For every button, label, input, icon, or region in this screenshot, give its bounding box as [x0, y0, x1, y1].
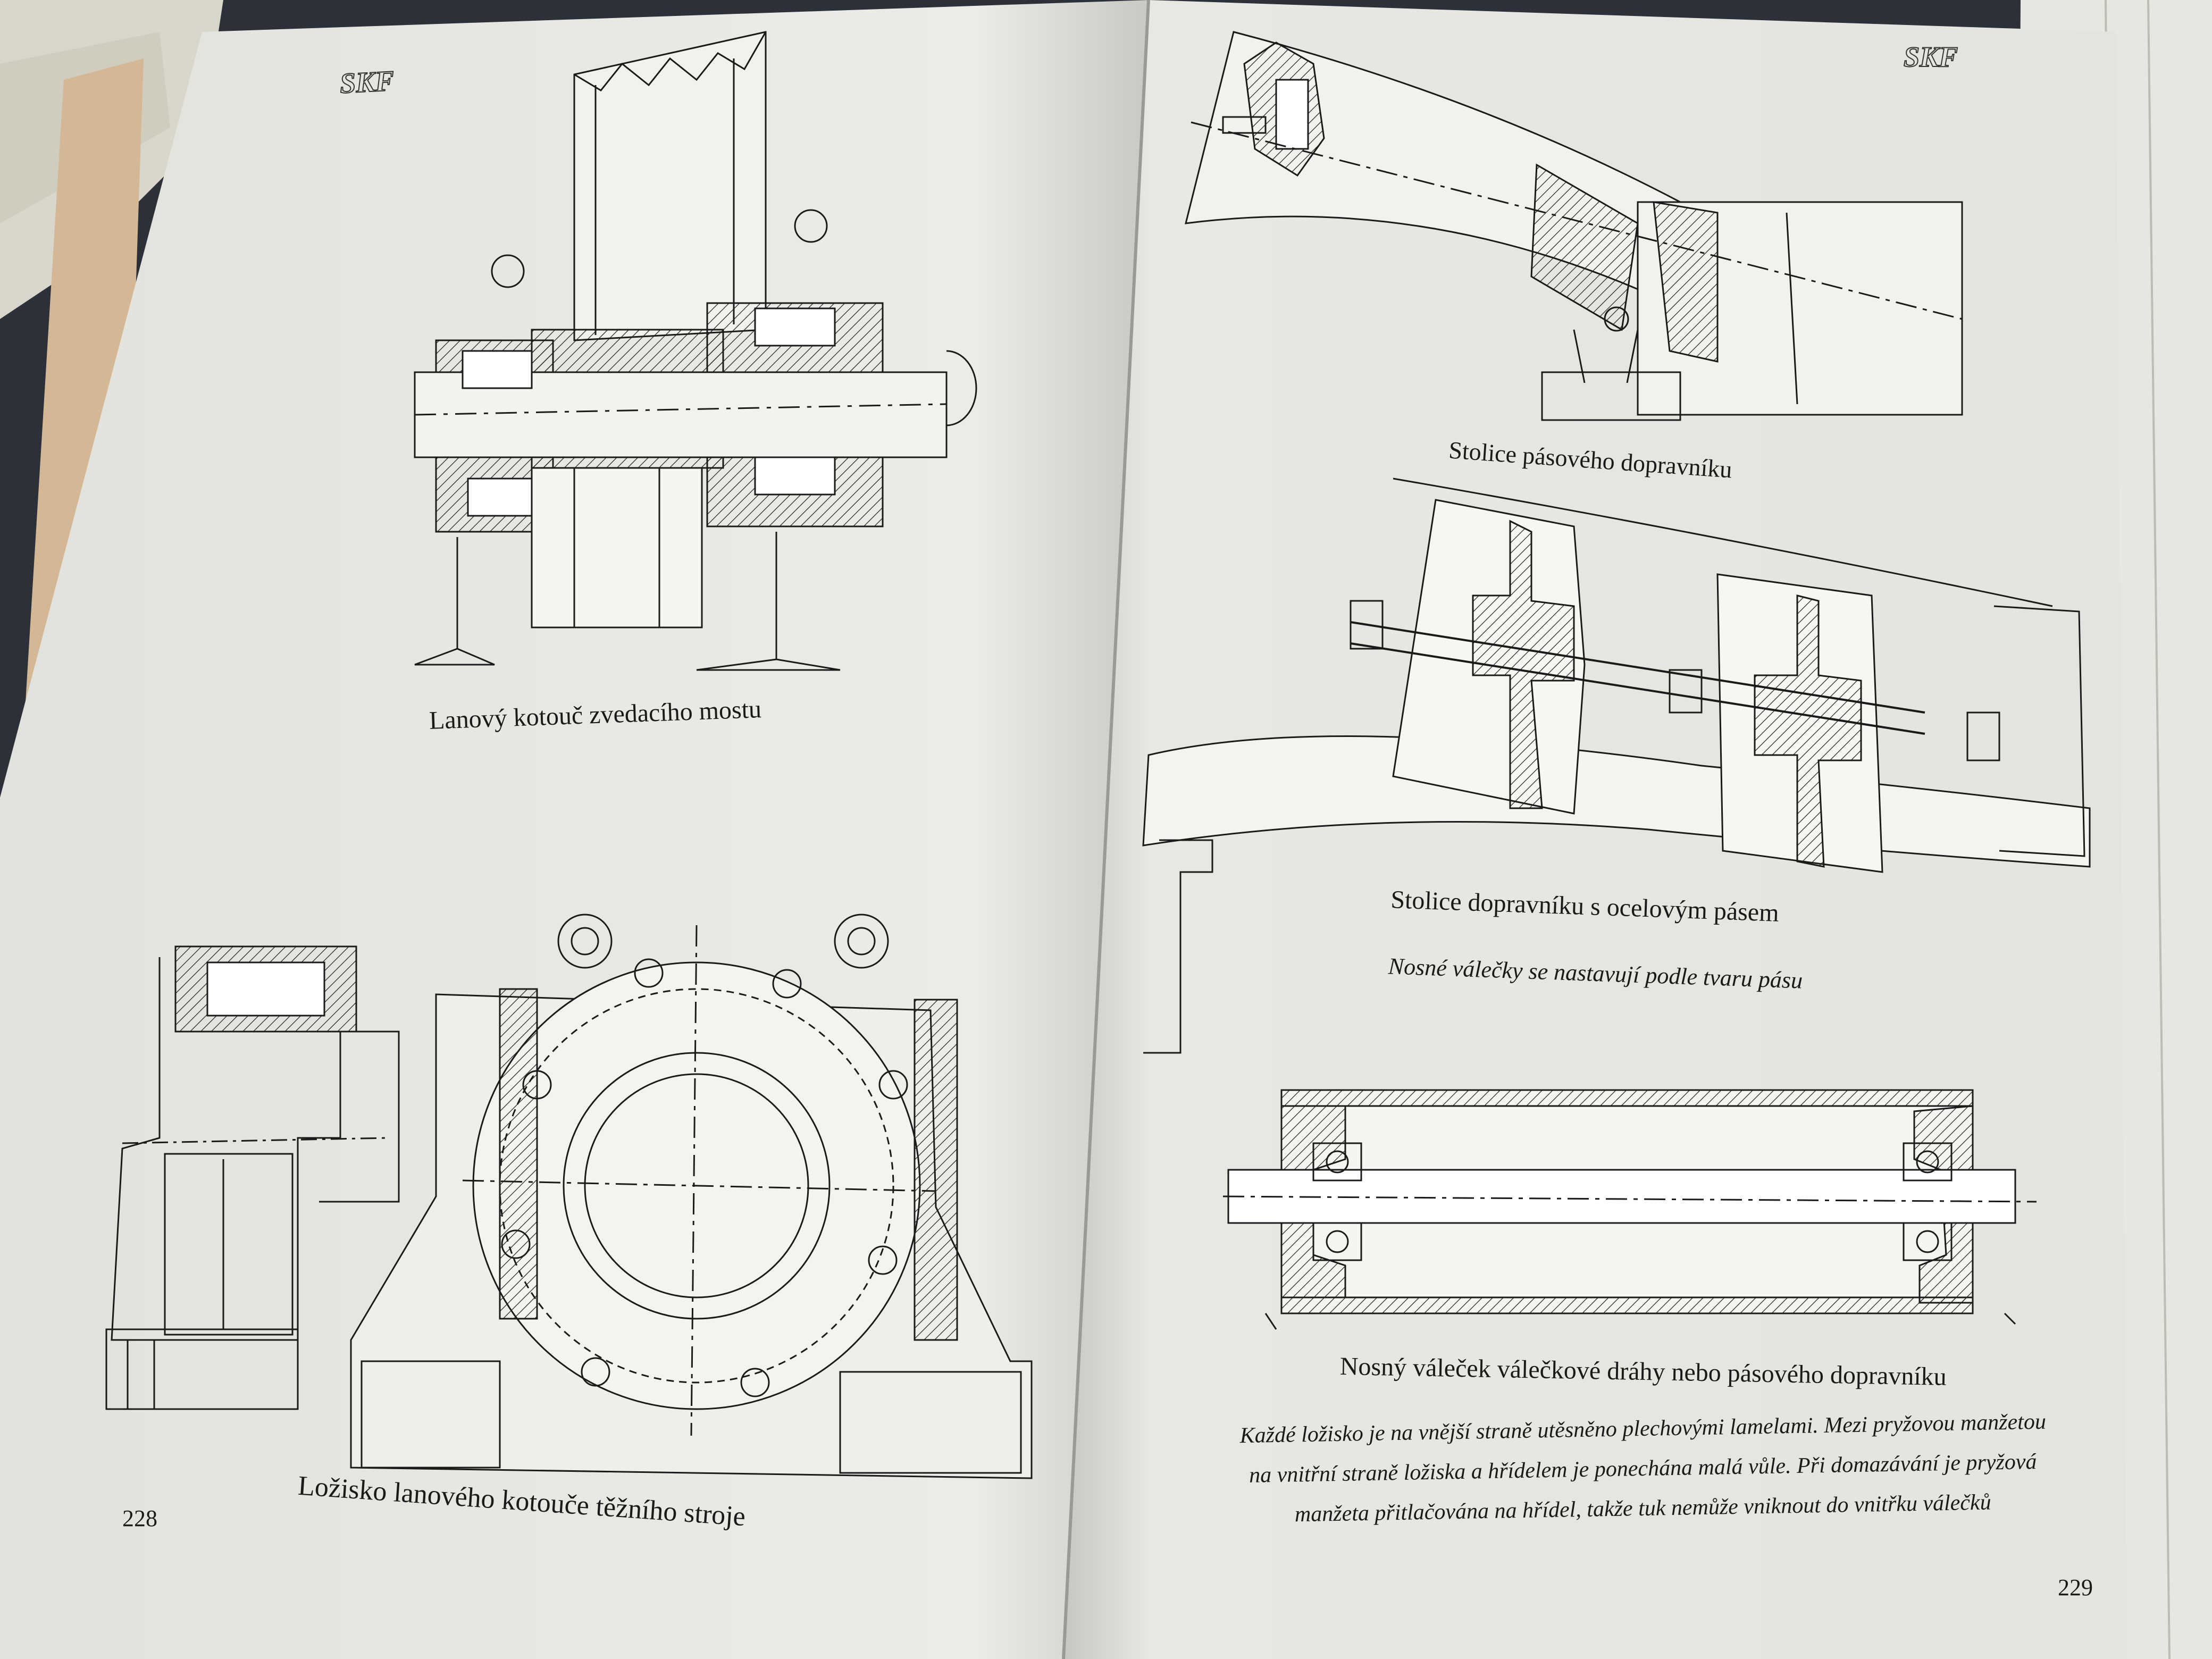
belt-conveyor-stand-drawing — [1185, 31, 1963, 421]
page-stack-line — [2147, 0, 2171, 1659]
sheave-bearing-side-drawing — [105, 945, 400, 1410]
page-number-right: 229 — [2058, 1574, 2093, 1601]
skf-logo-right: SKF — [1904, 41, 1958, 73]
skf-logo-left: SKF — [339, 65, 395, 99]
sheave-bridge-drawing — [414, 31, 977, 671]
page-number-left: 228 — [122, 1505, 157, 1531]
sheave-bearing-front-drawing — [350, 914, 1033, 1479]
book-gutter — [1062, 0, 1150, 1659]
carrier-roller-drawing — [1222, 1089, 2037, 1330]
steel-belt-stand-drawing — [1142, 477, 2091, 1054]
roller-description: Každé ložisko je na vnější straně utěsně… — [1239, 1410, 2046, 1527]
